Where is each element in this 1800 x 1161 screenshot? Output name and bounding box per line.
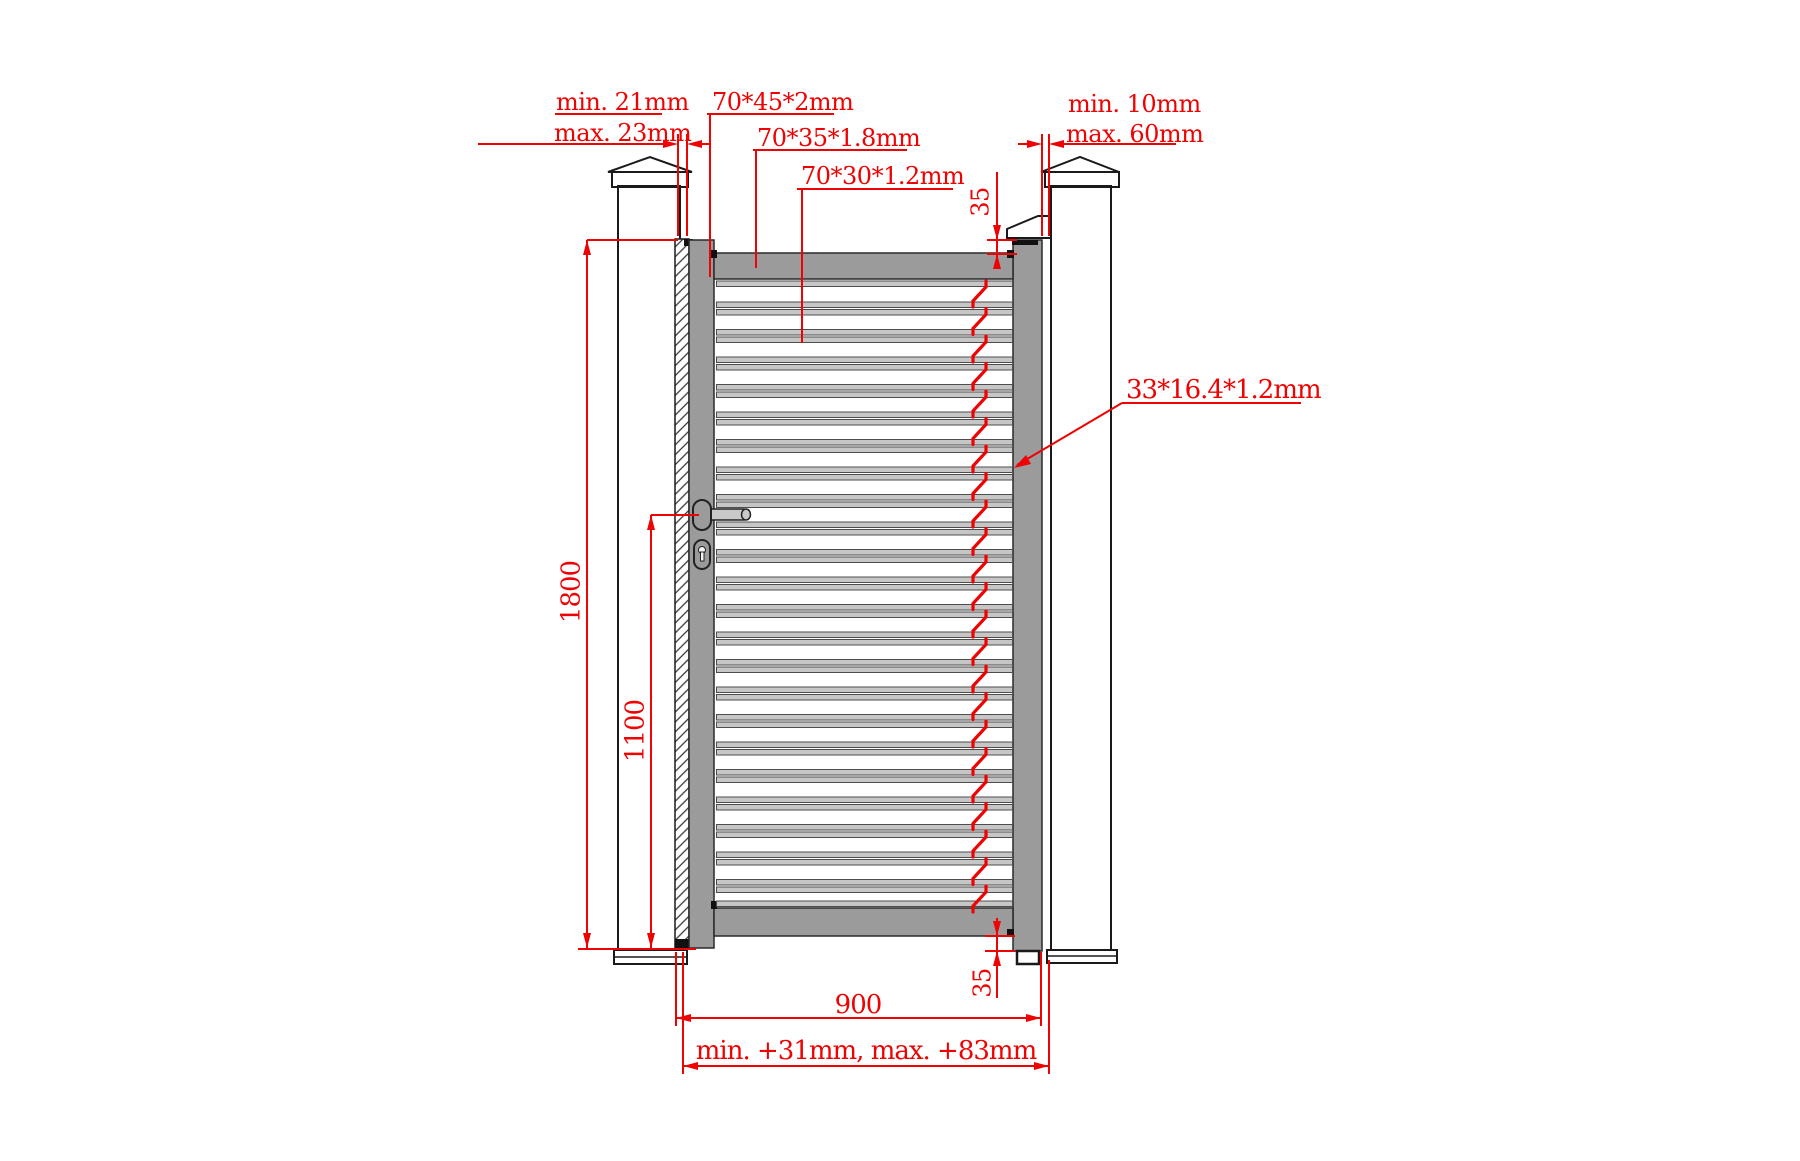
label-gate-width: 900 bbox=[834, 990, 883, 1020]
label-handle-height: 1100 bbox=[620, 699, 651, 763]
gate-left-stile bbox=[688, 239, 715, 949]
label-gap-left-min: min. 21mm bbox=[556, 88, 689, 116]
label-opening-allowance: min. +31mm, max. +83mm bbox=[695, 1036, 1037, 1066]
dim-handle-height-1100 bbox=[647, 514, 699, 948]
gate-louver-slats bbox=[716, 280, 1013, 907]
gate-right-stile bbox=[1012, 239, 1043, 952]
louver-slant-marks bbox=[971, 279, 988, 914]
dim-offset-bottom-35 bbox=[985, 918, 1015, 998]
dim-gate-width-900 bbox=[675, 952, 1042, 1026]
label-gate-height: 1800 bbox=[556, 560, 587, 624]
label-gap-right-min: min. 10mm bbox=[1068, 90, 1201, 118]
dim-opening-allowance bbox=[682, 952, 1050, 1074]
dim-gap-left bbox=[478, 113, 710, 236]
label-rail-profile: 70*35*1.8mm bbox=[757, 124, 921, 152]
label-frame-profile: 70*45*2mm bbox=[712, 88, 854, 116]
lock-cylinder bbox=[693, 539, 711, 570]
leader-rail-profile bbox=[753, 149, 907, 268]
latch-top bbox=[1006, 215, 1052, 245]
dim-gate-height-1800 bbox=[583, 239, 678, 948]
dim-offset-top-35 bbox=[987, 172, 1017, 269]
label-slat-profile: 33*16.4*1.2mm bbox=[1126, 375, 1322, 405]
label-offset-top-35: 35 bbox=[966, 187, 995, 217]
gate-top-rail bbox=[711, 250, 1014, 280]
right-post bbox=[1040, 155, 1120, 964]
label-offset-bottom-35: 35 bbox=[968, 968, 997, 998]
label-gap-right-max: max. 60mm bbox=[1066, 120, 1204, 148]
latch-foot bbox=[1015, 949, 1041, 966]
leader-slat-profile bbox=[1014, 402, 1301, 468]
label-gap-left-max: max. 23mm bbox=[554, 119, 692, 147]
lock-handle bbox=[692, 499, 752, 531]
label-infill-profile: 70*30*1.2mm bbox=[801, 162, 965, 190]
leader-frame-profile bbox=[707, 113, 834, 277]
leader-infill-profile bbox=[797, 188, 953, 343]
gate-bottom-rail bbox=[711, 901, 1014, 937]
dim-gap-right bbox=[1018, 134, 1176, 236]
